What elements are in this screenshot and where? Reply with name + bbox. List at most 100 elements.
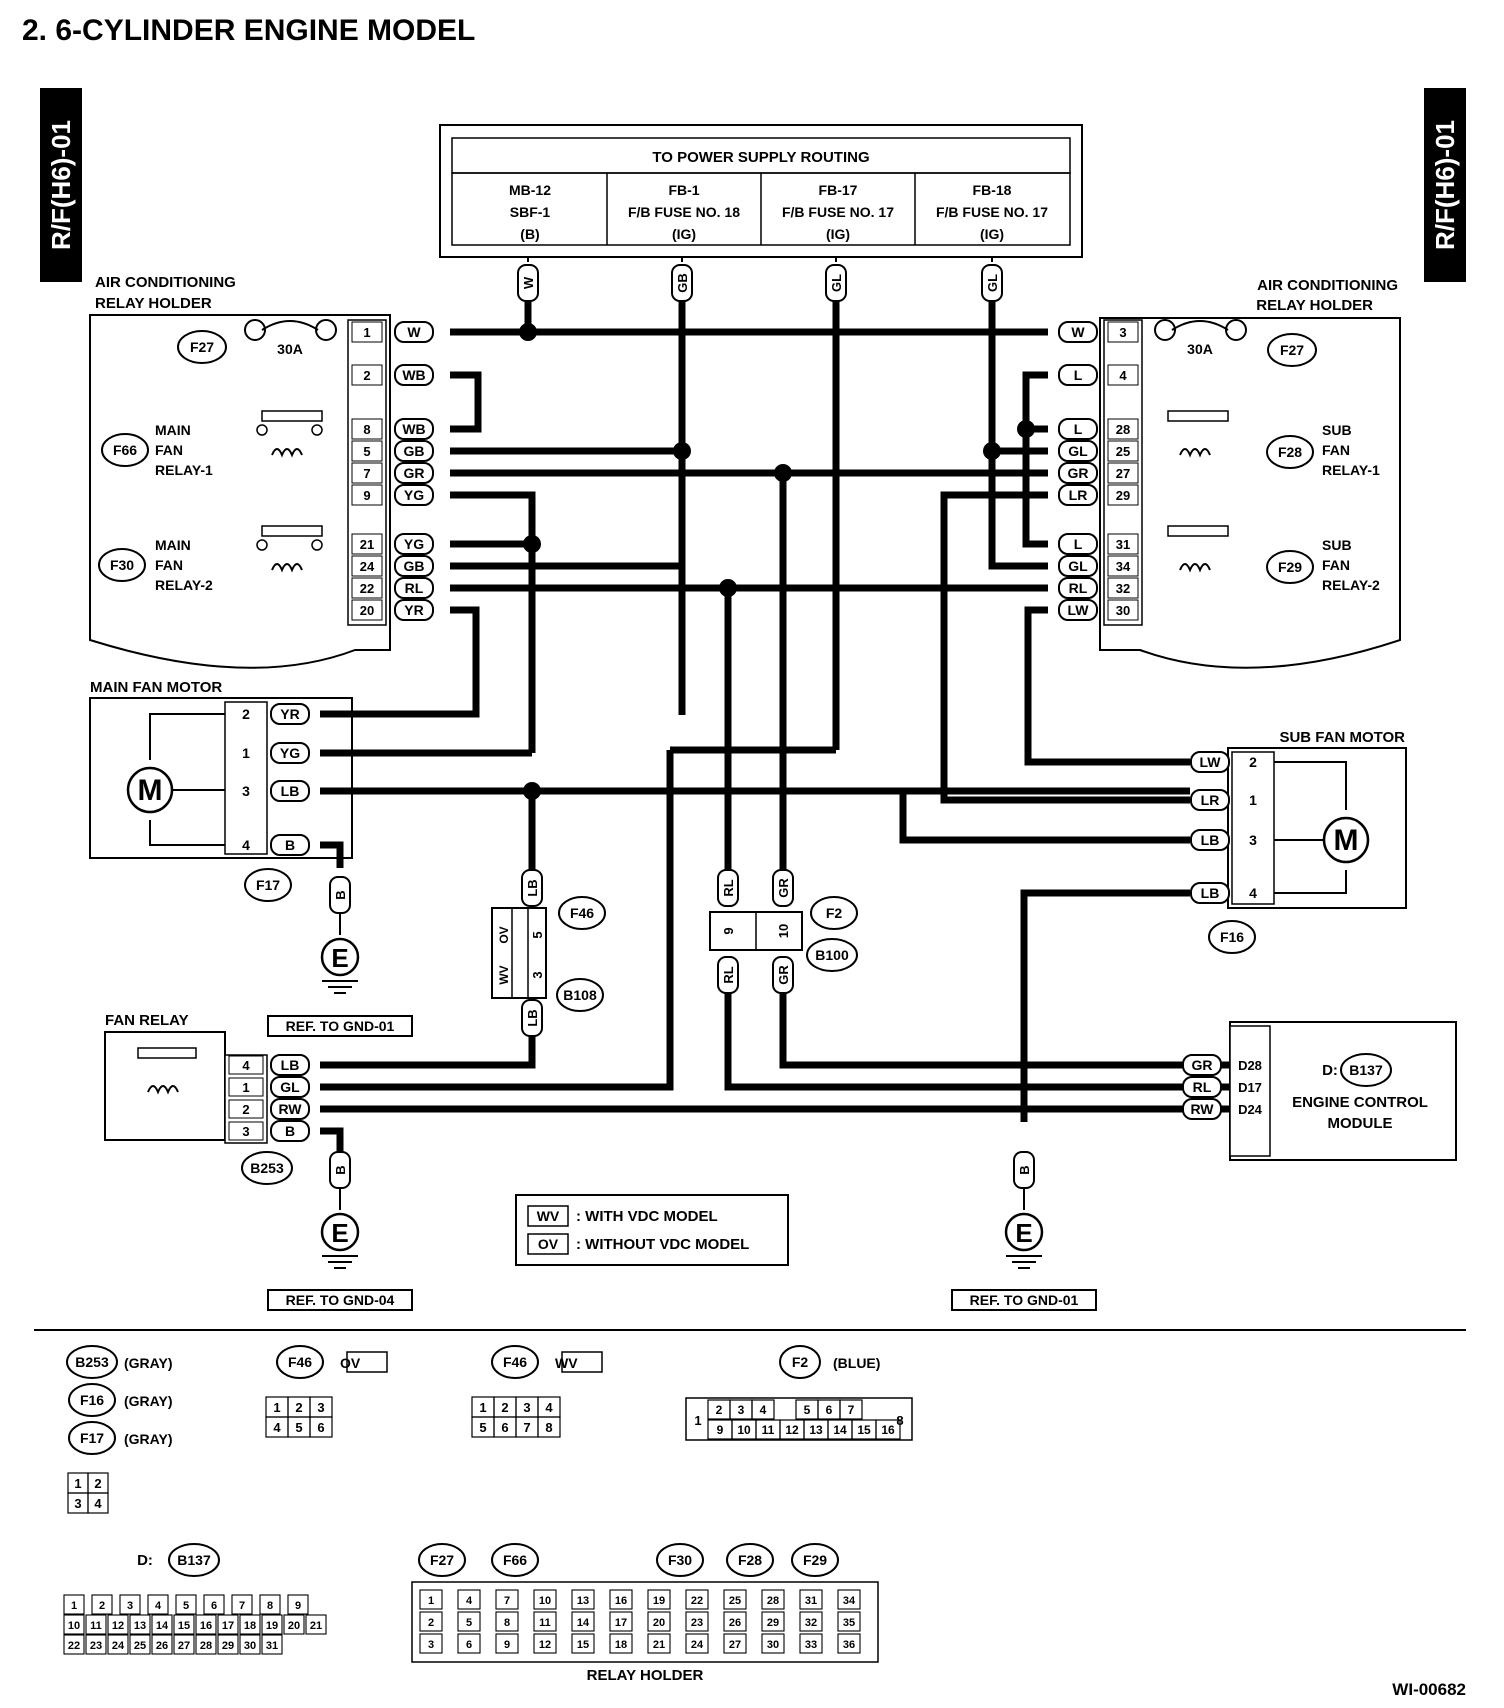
cv-rh-num: 36 — [843, 1639, 855, 1651]
contact — [311, 539, 323, 551]
conn-b253-outline — [241, 1151, 293, 1185]
cv-rh-num: 8 — [504, 1617, 510, 1629]
cv-f46-ov-outline — [276, 1345, 324, 1379]
cv-rh-num: 10 — [539, 1595, 551, 1607]
legend-wv-box — [527, 1205, 569, 1227]
left-side-tab-label: R/F(H6)-01 — [46, 120, 76, 250]
left-pin-color: YG — [404, 487, 424, 503]
cv-b137-num: 1 — [71, 1600, 77, 1612]
conn-f27-left: F27 — [190, 339, 214, 355]
fan-relay-pin-block — [224, 1054, 268, 1144]
cv-b137-cell — [119, 1594, 141, 1615]
cv-rh-num: 6 — [466, 1639, 472, 1651]
fuse-end — [1154, 319, 1176, 341]
left-pin-num: 7 — [363, 466, 370, 481]
main-motor-pin-color: YR — [280, 706, 299, 722]
left-pin-color-outline — [394, 577, 434, 599]
cv-rh-cell — [609, 1633, 633, 1654]
contact — [256, 424, 268, 436]
main-motor-pin-block — [224, 701, 268, 855]
right-pin-num: 31 — [1116, 537, 1130, 552]
main-motor-pin-color-outline — [270, 834, 310, 856]
fan-relay-pin-color-outline — [270, 1120, 310, 1142]
conn-b100-outline — [806, 938, 858, 972]
conn-f46-outline — [558, 896, 606, 930]
cv-ov-box — [346, 1351, 388, 1373]
conn-f27-right: F27 — [1280, 342, 1304, 358]
cv-b137-num: 8 — [267, 1600, 273, 1612]
cv-b137-num: 16 — [200, 1620, 212, 1632]
wire-junction-dot — [523, 782, 541, 800]
left-pin-color-outline — [394, 418, 434, 440]
cv-f2-bot-num: 9 — [717, 1423, 724, 1437]
ecm-label-2: MODULE — [1328, 1115, 1393, 1132]
cv-b137-num: 3 — [127, 1600, 133, 1612]
left-pin-num: 22 — [360, 581, 374, 596]
fuse-end — [315, 319, 337, 341]
sub-motor-pin-color: LR — [1201, 792, 1220, 808]
footer-id: WI-00682 — [1392, 1680, 1466, 1699]
cv-f2-bot-num: 12 — [785, 1423, 799, 1437]
cv-rh-cell — [457, 1611, 481, 1632]
conn-f66: F66 — [113, 442, 137, 458]
main-relay1-coil — [271, 448, 303, 458]
cv-rh-cell — [495, 1633, 519, 1654]
ecm-pin-color: RL — [1193, 1079, 1212, 1095]
main-fan-motor-box — [89, 697, 353, 859]
cv-b253: B253 — [75, 1354, 109, 1370]
cv-grid-b-num: 5 — [295, 1420, 302, 1435]
cv-f17-outline — [68, 1421, 116, 1455]
cv-rh-cell — [837, 1633, 861, 1654]
cv-rh-num: 31 — [805, 1595, 817, 1607]
ecm-pin-num: D17 — [1238, 1080, 1262, 1095]
fan-relay-pin-color: B — [285, 1123, 295, 1139]
cv-f29-outline — [791, 1543, 839, 1577]
power-col-l1: MB-12 — [509, 182, 551, 198]
cv-b137-num: 18 — [244, 1620, 256, 1632]
contact — [256, 539, 268, 551]
f46-pin-5: 5 — [530, 931, 545, 938]
left-pin-num: 5 — [363, 444, 370, 459]
left-pin-num-box — [351, 440, 383, 462]
cv-rh-cell — [609, 1589, 633, 1610]
cv-f2-top-num: 3 — [738, 1403, 745, 1417]
right-fuse-rating: 30A — [1187, 341, 1213, 357]
cv-b137-num: 19 — [266, 1620, 278, 1632]
cv-rh-num: 13 — [577, 1595, 589, 1607]
power-supply-header: TO POWER SUPPLY ROUTING — [652, 149, 869, 166]
cv-rh-num: 5 — [466, 1617, 472, 1629]
cv-b137-num: 17 — [222, 1620, 234, 1632]
fan-relay-label: FAN RELAY — [105, 1012, 189, 1029]
ground-ecm-ref-label: REF. TO GND-01 — [970, 1292, 1079, 1308]
cv-rh-cell — [761, 1611, 785, 1632]
ground-ecm-wire-color: B — [1017, 1165, 1032, 1174]
cv-b137-num: 11 — [90, 1620, 102, 1632]
fan-relay-pin-color: LB — [281, 1057, 300, 1073]
right-relay-holder-outline — [1099, 317, 1401, 669]
fan-relay-pin-box — [228, 1099, 264, 1119]
cv-grid-b-num: 4 — [273, 1420, 281, 1435]
left-pin-block — [347, 319, 387, 626]
conn-f28-outline — [1266, 435, 1314, 469]
cv-b137-cell — [283, 1614, 305, 1635]
f46-joint-box — [491, 907, 547, 999]
conn-f66-outline — [101, 433, 149, 467]
left-pin-color-outline — [394, 364, 434, 386]
left-side-tab — [40, 88, 82, 282]
f2-pin-10: 10 — [776, 924, 791, 938]
fan-relay-pin-color-outline — [270, 1098, 310, 1120]
conn-f46: F46 — [570, 905, 594, 921]
f46-ov-label: OV — [497, 926, 511, 943]
sub-relay1-l3: RELAY-1 — [1322, 462, 1380, 478]
power-col-l3: (IG) — [826, 226, 850, 242]
left-pin-color: RL — [405, 580, 424, 596]
conn-f17-outline — [244, 868, 292, 902]
f2-wire-gr-top: GR — [776, 878, 791, 898]
conn-f16-outline — [1208, 920, 1256, 954]
cv-b137-cell — [85, 1614, 107, 1635]
sub-relay1-l1: SUB — [1322, 422, 1352, 438]
cv-rh-cell — [571, 1589, 595, 1610]
cv-f17: F17 — [80, 1430, 104, 1446]
cv-b137-num: 29 — [222, 1640, 234, 1652]
fan-relay-pin-box — [228, 1055, 264, 1075]
